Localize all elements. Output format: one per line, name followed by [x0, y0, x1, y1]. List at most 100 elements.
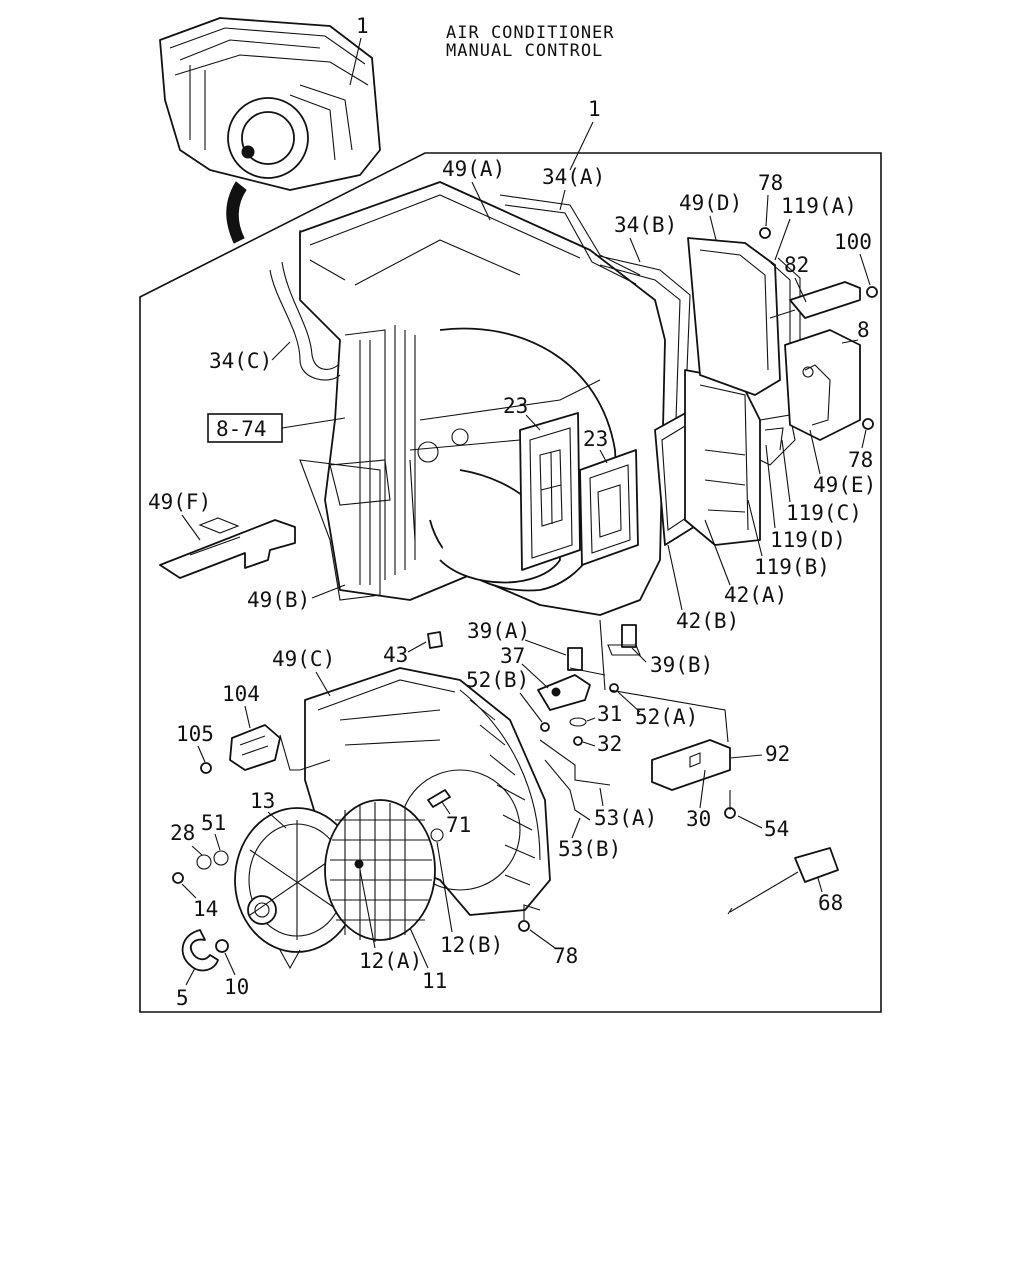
screw-54 — [724, 790, 736, 819]
screw-100 — [866, 286, 878, 298]
leader-11 — [409, 927, 429, 969]
leader-119b — [747, 499, 763, 557]
lever-37 — [537, 674, 591, 711]
callout-119d: 119(D) — [770, 528, 846, 552]
callout-13: 13 — [250, 789, 275, 813]
callout-23-left: 23 — [503, 394, 528, 418]
callout-31: 31 — [597, 702, 622, 726]
callout-11: 11 — [422, 969, 447, 993]
callout-71: 71 — [446, 813, 471, 837]
reference-box-label: 8-74 — [216, 417, 267, 441]
leader-49c — [315, 671, 331, 697]
callout-52a: 52(A) — [635, 705, 698, 729]
arrow-icon — [226, 181, 247, 244]
diagram-title-line2: MANUAL CONTROL — [446, 41, 603, 61]
callout-104: 104 — [222, 682, 260, 706]
leader-34b — [629, 237, 641, 263]
leader-53a — [599, 787, 604, 807]
pin-71 — [427, 789, 451, 808]
callout-49f: 49(F) — [148, 490, 211, 514]
leader-53b — [571, 817, 581, 839]
air-inlet-door-42 — [654, 369, 761, 546]
callout-119b: 119(B) — [754, 555, 830, 579]
rod-53b — [544, 759, 591, 821]
leader-8-74 — [281, 417, 346, 429]
assembly-thumbnail — [159, 17, 381, 191]
leader-54 — [737, 815, 763, 829]
callout-12b: 12(B) — [440, 933, 503, 957]
gasket-119cd — [759, 414, 796, 466]
leader-12b — [436, 841, 453, 933]
callout-52b: 52(B) — [466, 668, 529, 692]
callout-49c: 49(C) — [272, 647, 335, 671]
leader-82 — [794, 277, 807, 303]
leader-49b — [311, 584, 346, 599]
leader-5 — [185, 967, 196, 986]
leader-49a — [471, 181, 491, 221]
leader-10 — [224, 952, 236, 976]
leader-39a — [524, 639, 567, 656]
callout-49d: 49(D) — [679, 191, 742, 215]
callout-100: 100 — [834, 230, 872, 254]
leader-119d — [765, 444, 776, 529]
callout-34b: 34(B) — [614, 213, 677, 237]
callout-78-top: 78 — [758, 171, 783, 195]
resistor-104 — [229, 724, 331, 771]
leader-39b — [631, 647, 647, 663]
leader-34c — [271, 341, 291, 361]
leader-78-mid — [861, 429, 867, 449]
leader-49f — [181, 514, 201, 541]
callout-28: 28 — [170, 821, 195, 845]
leader-51 — [214, 833, 221, 851]
leader-30 — [699, 769, 706, 809]
leader-100 — [859, 253, 871, 286]
callout-12a: 12(A) — [359, 949, 422, 973]
rod-53a — [539, 739, 611, 786]
callout-23-right: 23 — [583, 427, 608, 451]
leader-119c — [781, 439, 791, 503]
callout-30: 30 — [686, 807, 711, 831]
screw-78-bot — [518, 920, 530, 932]
leader-32 — [582, 741, 596, 747]
screw-78-mid — [862, 418, 874, 430]
callout-1-frame: 1 — [588, 97, 601, 121]
callout-14: 14 — [193, 897, 218, 921]
leader-52b — [519, 692, 543, 723]
leader-12a — [359, 869, 376, 949]
callout-8: 8 — [857, 318, 870, 342]
leader-23-right — [599, 449, 608, 464]
callout-1-top: 1 — [356, 14, 369, 38]
leader-23-left — [525, 414, 541, 431]
leader-37 — [521, 663, 549, 689]
gasket-34b — [594, 254, 691, 421]
callout-32: 32 — [597, 732, 622, 756]
callout-92: 92 — [765, 742, 790, 766]
link-rod-82 — [769, 281, 861, 319]
leader-43 — [407, 641, 427, 653]
leader-14 — [181, 883, 197, 899]
callout-39a: 39(A) — [467, 619, 530, 643]
nut-32 — [573, 736, 583, 746]
washer-51 — [213, 850, 229, 866]
callout-49a: 49(A) — [442, 157, 505, 181]
housing-49d — [687, 237, 781, 396]
leader-13 — [267, 811, 287, 829]
filter-23-left — [519, 412, 581, 571]
callout-53a: 53(A) — [594, 806, 657, 830]
nut-10 — [215, 939, 229, 953]
hose-clip-5 — [181, 929, 219, 972]
leader-78-bot — [529, 929, 556, 949]
leader-31 — [586, 717, 596, 722]
callout-49b: 49(B) — [247, 588, 310, 612]
filter-23-right — [579, 449, 639, 566]
clip-43 — [427, 631, 443, 649]
screw-105 — [200, 762, 212, 774]
leader-34a — [559, 189, 566, 211]
callout-119a: 119(A) — [781, 194, 857, 218]
clip-52b — [540, 722, 550, 732]
callout-42b: 42(B) — [676, 609, 739, 633]
callout-53b: 53(B) — [558, 837, 621, 861]
screw-14 — [172, 872, 184, 884]
callout-68: 68 — [818, 891, 843, 915]
pivot-39b — [607, 624, 641, 656]
